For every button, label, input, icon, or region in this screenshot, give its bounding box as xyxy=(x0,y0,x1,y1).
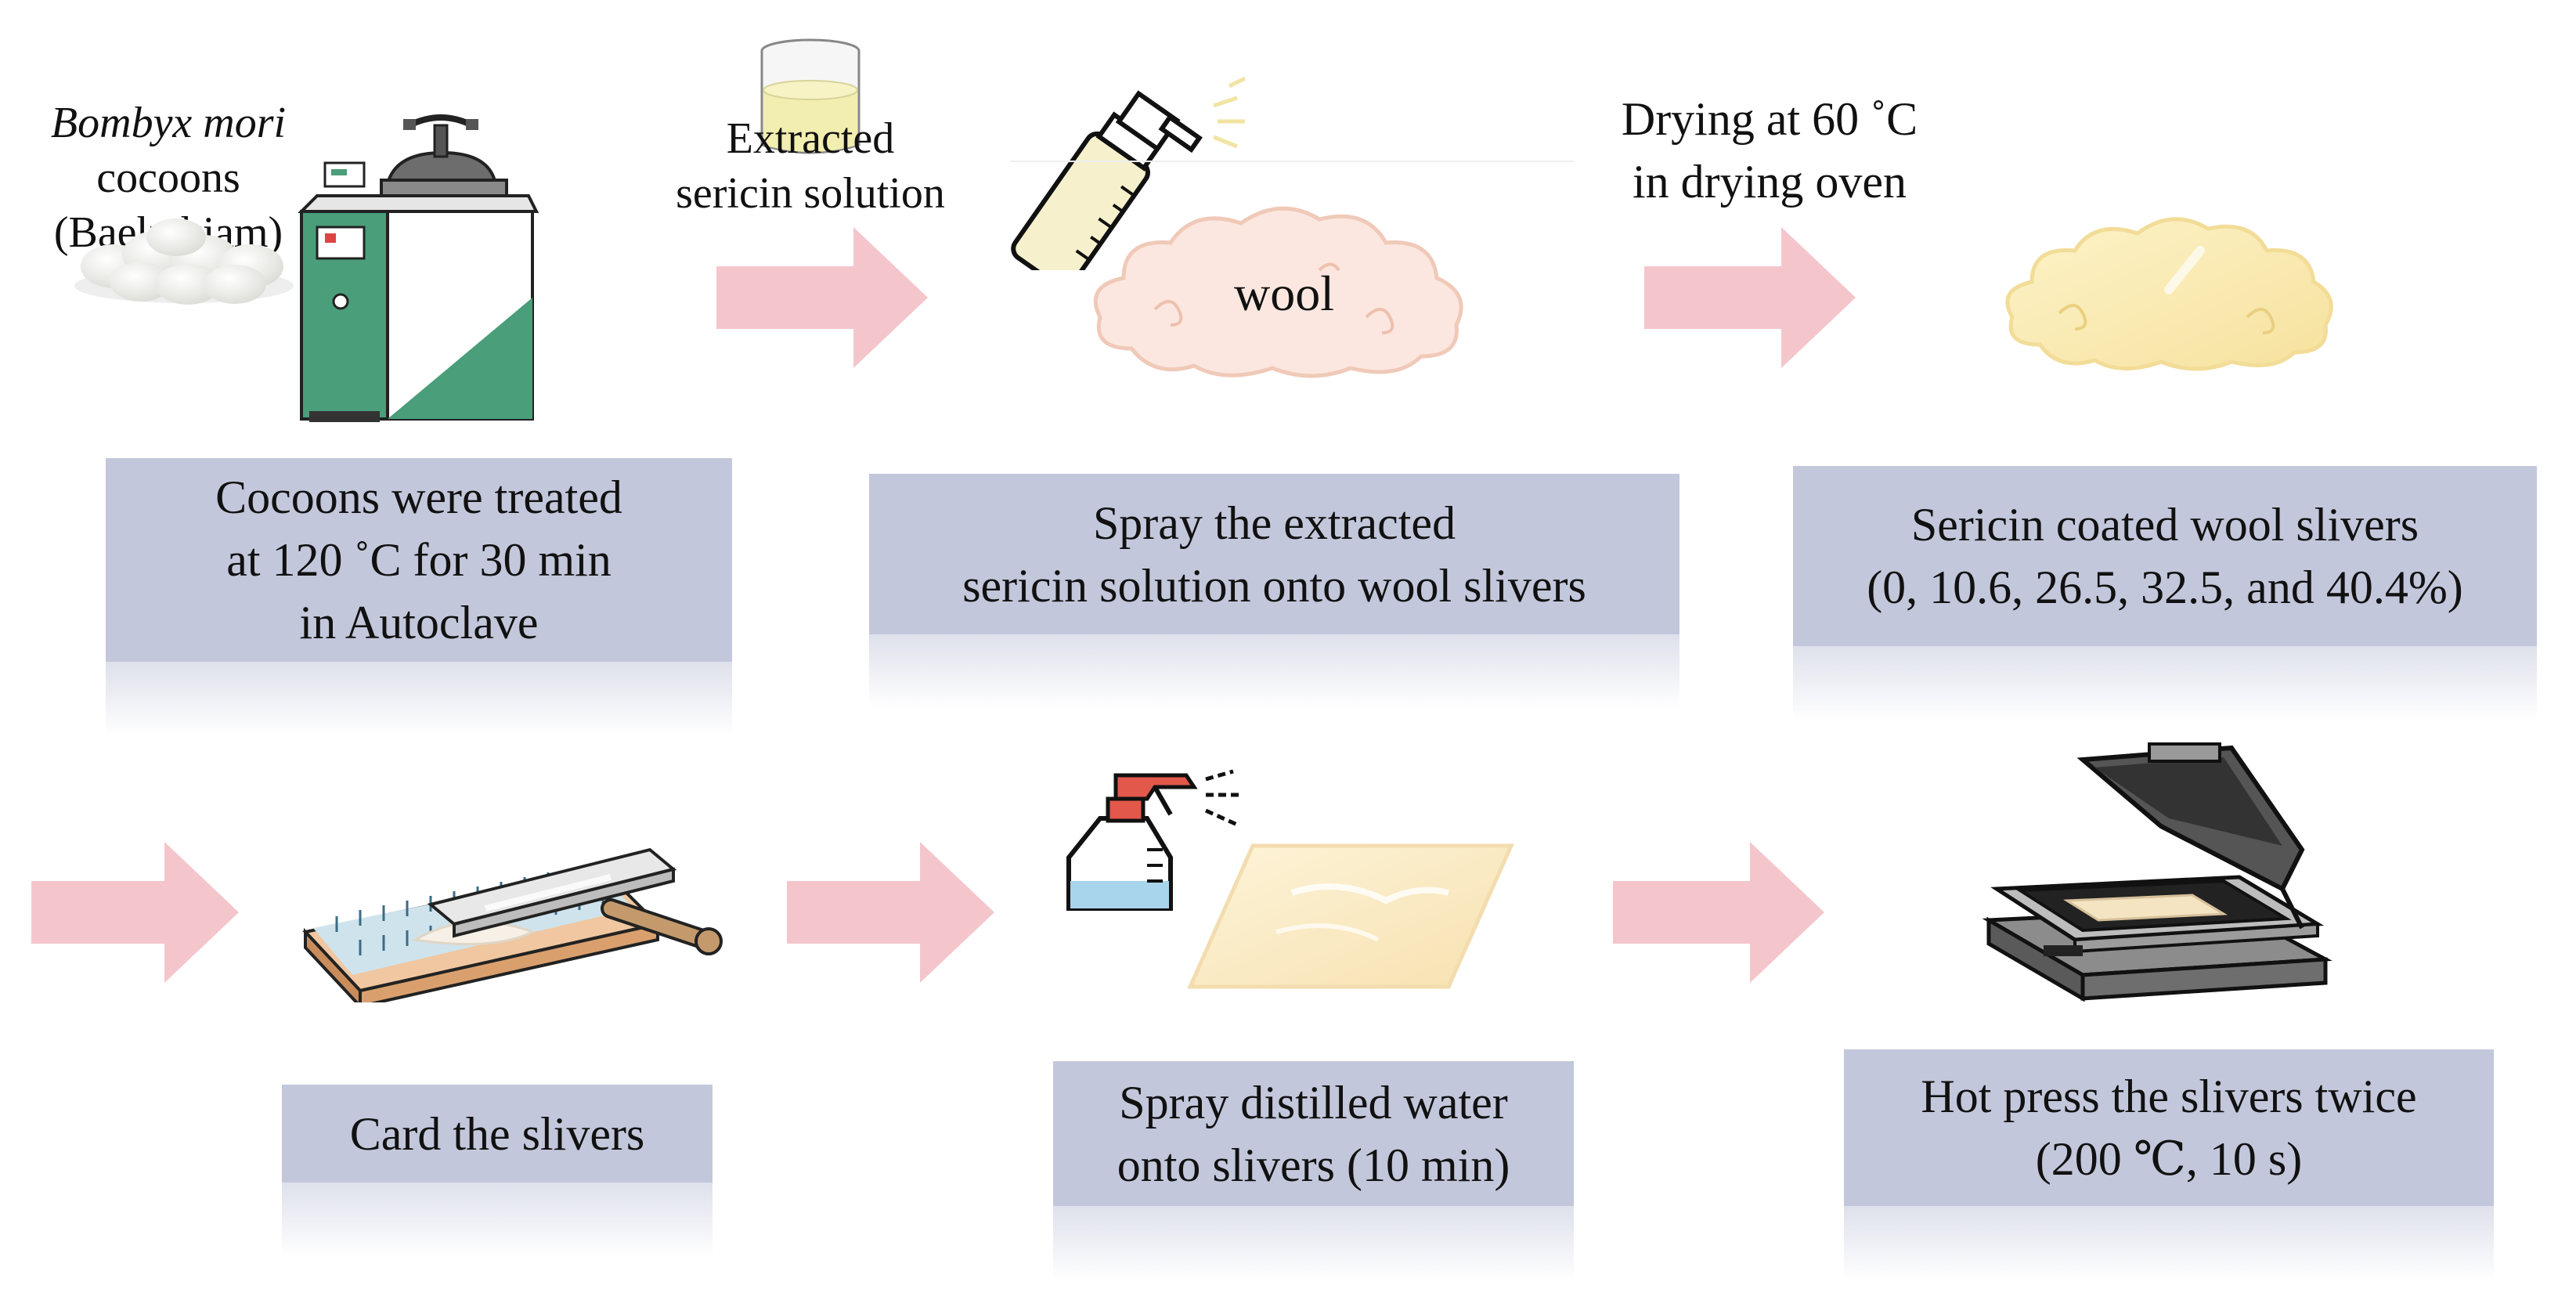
step-spray-water-box: Spray distilled water onto slivers (10 m… xyxy=(1053,1061,1574,1206)
step-spray-sericin-reflection xyxy=(869,634,1679,709)
step-hot-press-line2: (200 ℃, 10 s) xyxy=(2035,1133,2303,1185)
sericin-label: Extracted sericin solution xyxy=(673,111,947,221)
step-card-box: Card the slivers xyxy=(282,1085,713,1183)
step-hot-press-reflection xyxy=(1844,1206,2494,1280)
hot-press-icon xyxy=(1982,742,2332,1002)
drying-label-line2: in drying oven xyxy=(1633,156,1907,208)
beaker-icon xyxy=(760,38,860,154)
divider-line xyxy=(1010,161,1574,162)
water-spray-icon xyxy=(1066,769,1241,911)
step-autoclave-line3: in Autoclave xyxy=(299,597,539,648)
step-autoclave-reflection xyxy=(106,662,732,736)
step-spray-sericin-box: Spray the extracted sericin solution ont… xyxy=(869,474,1679,634)
cocoons-icon xyxy=(74,218,294,305)
step-spray-sericin-line2: sericin solution onto wool slivers xyxy=(962,559,1586,612)
cocoon-label-species: Bombyx mori xyxy=(50,99,287,147)
step-hot-press-box: Hot press the slivers twice (200 ℃, 10 s… xyxy=(1844,1049,2494,1206)
step-coated-wool-box: Sericin coated wool slivers (0, 10.6, 26… xyxy=(1793,466,2537,646)
arrow-3 xyxy=(31,842,239,983)
wool-label: wool xyxy=(1234,265,1334,321)
step-autoclave-line2: at 120 ˚C for 30 min xyxy=(226,534,612,586)
sliver-sheet-icon xyxy=(1187,843,1514,989)
sericin-label-line1: Extracted xyxy=(726,114,895,163)
arrow-4 xyxy=(787,842,994,983)
sericin-label-line2: sericin solution xyxy=(676,169,945,218)
step-spray-sericin-line1: Spray the extracted xyxy=(1092,497,1456,549)
step-card-reflection xyxy=(282,1183,713,1257)
step-coated-wool-line2: (0, 10.6, 26.5, 32.5, and 40.4%) xyxy=(1867,562,2463,613)
step-autoclave-line1: Cocoons were treated xyxy=(215,471,622,523)
autoclave-icon xyxy=(298,114,539,422)
step-coated-wool-reflection xyxy=(1793,646,2537,720)
step-autoclave-box: Cocoons were treated at 120 ˚C for 30 mi… xyxy=(106,458,732,662)
step-spray-water-line2: onto slivers (10 min) xyxy=(1117,1139,1510,1191)
drying-label-line1: Drying at 60 ˚C xyxy=(1621,93,1918,145)
coated-wool-icon xyxy=(2005,217,2333,371)
step-card-line1: Card the slivers xyxy=(349,1107,645,1160)
arrow-1 xyxy=(716,227,928,368)
carding-tool-icon xyxy=(302,847,723,1002)
step-spray-water-reflection xyxy=(1053,1206,1574,1280)
arrow-5 xyxy=(1613,842,1824,983)
spray-bottle-icon xyxy=(1011,76,1247,270)
step-coated-wool-line1: Sericin coated wool slivers xyxy=(1910,499,2419,551)
arrow-2 xyxy=(1644,227,1856,368)
wool-cloud-icon xyxy=(1093,206,1463,378)
step-hot-press-line1: Hot press the slivers twice xyxy=(1921,1071,2417,1122)
drying-label: Drying at 60 ˚C in drying oven xyxy=(1558,88,1981,213)
step-spray-water-line1: Spray distilled water xyxy=(1119,1076,1508,1128)
cocoon-label-word: cocoons xyxy=(96,153,240,202)
